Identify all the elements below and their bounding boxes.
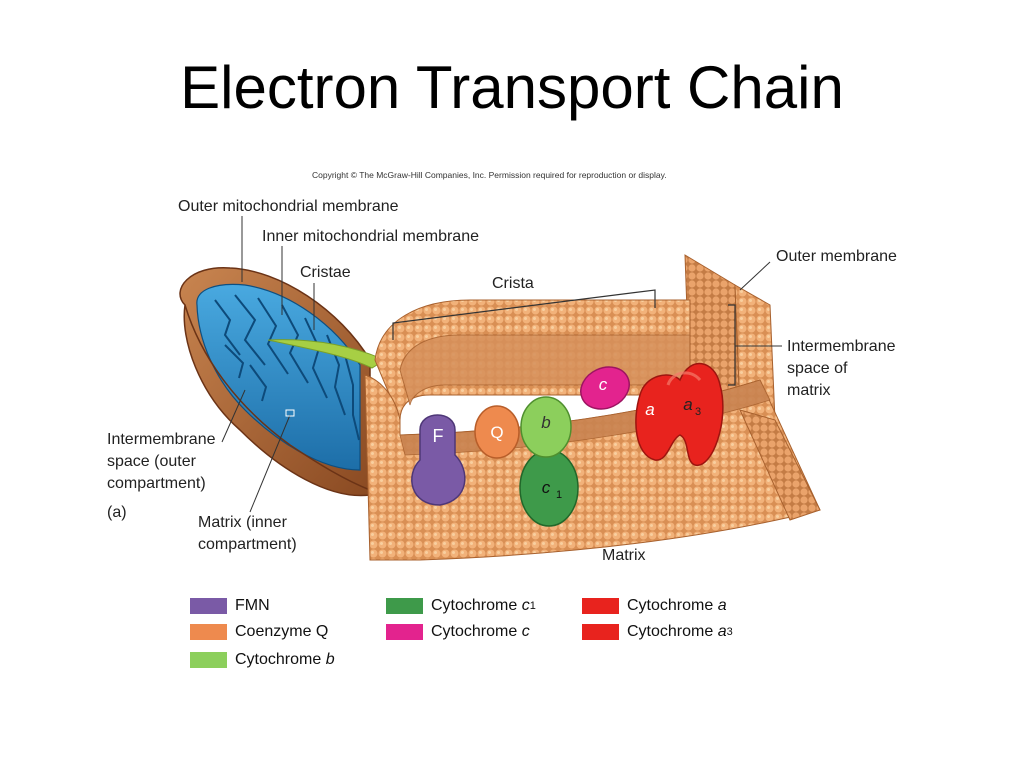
protein-label-c: c	[599, 375, 608, 394]
legend-swatch	[386, 624, 423, 640]
legend-label: FMN	[235, 597, 270, 614]
legend-label: Cytochrome	[431, 623, 518, 640]
protein-label-q: Q	[490, 423, 503, 442]
legend-item-fmn: FMN	[190, 594, 270, 618]
legend-label: Cytochrome	[235, 651, 322, 668]
label-outer-mitochondrial-membrane: Outer mitochondrial membrane	[178, 198, 399, 215]
label-matrix: Matrix	[602, 547, 646, 564]
protein-label-a3: a	[683, 395, 692, 414]
copyright-notice: Copyright © The McGraw-Hill Companies, I…	[312, 170, 667, 180]
legend-label-italic: a	[717, 623, 727, 640]
legend-item-cytochrome-c: Cytochrome c	[386, 620, 530, 644]
legend-swatch	[190, 598, 227, 614]
protein-label-c1: c	[542, 478, 551, 497]
protein-label-c1-sub: 1	[556, 489, 562, 501]
legend-label: Coenzyme Q	[235, 623, 329, 640]
protein-label-a3-sub: 3	[695, 406, 701, 418]
cytochrome-c-protein	[580, 366, 630, 410]
legend-swatch	[190, 652, 227, 668]
leader-lines	[221, 216, 782, 513]
legend-label-italic: c	[521, 623, 530, 640]
legend-item-cytochrome-a: Cytochrome a	[582, 594, 727, 618]
label-line: space (outer	[107, 453, 196, 470]
label-matrix-inner-compartment: Matrix (inner compartment)	[198, 512, 338, 556]
cytochrome-b-protein	[520, 396, 572, 458]
legend-label-italic: b	[325, 651, 335, 668]
label-line: Intermembrane	[787, 338, 896, 355]
legend-label: Cytochrome	[431, 597, 518, 614]
legend-item-cytochrome-b: Cytochrome b	[190, 648, 335, 672]
label-cristae: Cristae	[300, 264, 351, 281]
coenzyme-q-protein	[474, 405, 520, 459]
label-line: compartment)	[107, 475, 206, 492]
label-line: Matrix (inner	[198, 514, 287, 531]
label-crista: Crista	[492, 275, 534, 292]
protein-label-a: a	[645, 400, 654, 419]
intermembrane-bracket	[728, 304, 736, 386]
label-intermembrane-space-of-matrix: Intermembrane space of matrix	[787, 336, 927, 402]
legend-label: Cytochrome	[627, 623, 714, 640]
label-line: space of	[787, 360, 848, 377]
legend: FMN Coenzyme Q Cytochrome b Cytochrome c…	[190, 594, 790, 674]
protein-label-b: b	[541, 413, 550, 432]
legend-swatch	[190, 624, 227, 640]
label-outer-membrane: Outer membrane	[776, 248, 897, 265]
legend-swatch	[582, 624, 619, 640]
legend-label-sub: 1	[529, 600, 536, 612]
legend-swatch	[386, 598, 423, 614]
protein-label-f: F	[433, 426, 444, 446]
slide-title: Electron Transport Chain	[180, 54, 844, 121]
crista-bracket	[392, 289, 656, 340]
label-line: matrix	[787, 382, 831, 399]
label-intermembrane-space-outer: Intermembrane space (outer compartment)	[107, 429, 247, 495]
fmn-protein	[411, 414, 466, 506]
legend-label-italic: c	[521, 597, 530, 614]
legend-label-sub: 3	[726, 626, 733, 638]
label-line: Intermembrane	[107, 431, 216, 448]
cytochrome-a-a3-protein	[635, 362, 724, 466]
legend-item-coenzyme-q: Coenzyme Q	[190, 620, 328, 644]
legend-swatch	[582, 598, 619, 614]
label-inner-mitochondrial-membrane: Inner mitochondrial membrane	[262, 228, 479, 245]
legend-label: Cytochrome	[627, 597, 714, 614]
label-line: compartment)	[198, 536, 297, 553]
legend-label-italic: a	[717, 597, 727, 614]
panel-label: (a)	[107, 504, 127, 521]
